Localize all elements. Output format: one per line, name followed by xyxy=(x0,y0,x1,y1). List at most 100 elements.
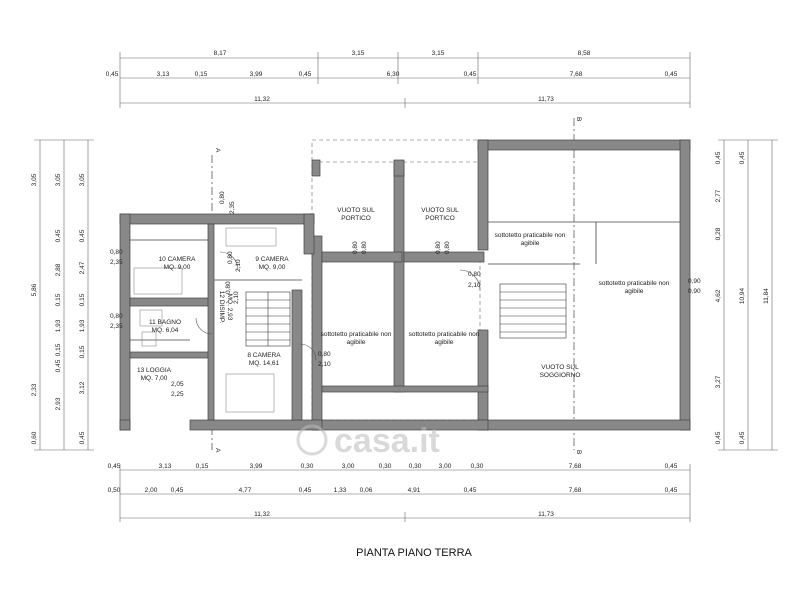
top-dim-row3: 11,32 11,73 xyxy=(254,96,554,103)
dim-label: 0,45 xyxy=(665,487,678,494)
opening-size: 2,35 xyxy=(110,259,123,266)
opening-size: 0,90 xyxy=(688,288,701,295)
opening-size: 0,80 xyxy=(219,191,226,204)
watermark-text: casa.it xyxy=(334,422,440,460)
opening-size: 2,35 xyxy=(110,323,123,330)
opening-size: 2,10 xyxy=(233,291,240,304)
vuoto-portico-2-line2: PORTICO xyxy=(425,215,455,222)
opening-size: 0,80 xyxy=(468,271,481,278)
dim-label: 2,88 xyxy=(55,263,62,276)
dim-label: 0,45 xyxy=(299,71,312,78)
dim-label: 11,73 xyxy=(538,511,554,518)
room-9-camera-area: MQ. 9,00 xyxy=(259,264,286,271)
dim-label: 3,13 xyxy=(157,71,170,78)
furniture xyxy=(133,227,277,413)
dim-label: 0,15 xyxy=(196,463,209,470)
dim-label: 3,99 xyxy=(250,463,263,470)
dim-label: 0,45 xyxy=(55,229,62,242)
opening-size: 2,10 xyxy=(318,361,331,368)
dim-label: 3,00 xyxy=(342,463,355,470)
dim-label: 0,60 xyxy=(31,431,38,444)
room-11-bagno-area: MQ. 6,04 xyxy=(152,327,179,334)
dim-label: 2,93 xyxy=(55,397,62,410)
dim-label: 0,45 xyxy=(739,151,746,164)
right-dim-col2: 0,45 10,94 0,45 xyxy=(739,151,746,444)
opening-size: 0,90 xyxy=(688,278,701,285)
section-marker-a-top: A xyxy=(214,148,221,153)
sottotetto-3-line2: agibile xyxy=(521,240,540,247)
dim-label: 0,30 xyxy=(409,463,422,470)
room-12-disimp-name: 12 DISIMP. xyxy=(218,291,225,324)
dim-label: 0,15 xyxy=(55,343,62,356)
dim-label: 3,05 xyxy=(31,173,38,186)
dim-label: 1,33 xyxy=(334,487,347,494)
sottotetto-1-line1: sottotetto praticabile non xyxy=(321,331,392,338)
opening-size: 2,35 xyxy=(229,201,236,214)
opening-size: 2,10 xyxy=(235,259,242,272)
dim-label: 0,45 xyxy=(665,71,678,78)
dim-label: 0,45 xyxy=(171,487,184,494)
room-12-disimp-area: MQ. 2,93 xyxy=(226,294,233,321)
dim-label: 0,15 xyxy=(79,293,86,306)
vuoto-portico-2-line1: VUOTO SUL xyxy=(421,207,459,214)
dim-label: 0,30 xyxy=(471,463,484,470)
vuoto-portico-1-line1: VUOTO SUL xyxy=(337,207,375,214)
dim-label: 7,68 xyxy=(570,71,583,78)
plan-title: PIANTA PIANO TERRA xyxy=(356,547,472,559)
opening-size: 2,05 xyxy=(171,381,184,388)
dim-label: 4,62 xyxy=(715,289,722,302)
sottotetto-2-line1: sottotetto praticabile non xyxy=(409,331,480,338)
right-dimensions xyxy=(718,139,778,451)
sottotetto-4-line1: sottotetto praticabile non xyxy=(599,280,670,287)
right-dim-col3: 11,84 xyxy=(763,288,770,304)
room-10-camera-name: 10 CAMERA xyxy=(159,256,197,263)
left-dim-col3: 3,05 0,45 2,47 0,15 1,93 0,15 3,12 0,45 xyxy=(79,173,86,444)
dim-label: 0,15 xyxy=(195,71,208,78)
opening-size: 0,80 xyxy=(225,281,232,294)
partitions xyxy=(130,221,680,341)
dim-label: 2,47 xyxy=(79,261,86,274)
room-labels: 10 CAMERA MQ. 9,00 9 CAMERA MQ. 9,00 11 … xyxy=(137,207,670,382)
room-8-camera-area: MQ. 14,61 xyxy=(249,360,280,367)
dim-label: 3,00 xyxy=(439,463,452,470)
opening-size: 0,80 xyxy=(435,241,442,254)
dim-label: 4,77 xyxy=(239,487,252,494)
dim-label: 0,15 xyxy=(79,345,86,358)
dim-label: 4,91 xyxy=(408,487,421,494)
dim-label: 0,45 xyxy=(464,487,477,494)
sottotetto-4-line2: agibile xyxy=(625,288,644,295)
dim-label: 3,05 xyxy=(79,173,86,186)
dim-label: 0,45 xyxy=(55,359,62,372)
dim-label: 6,30 xyxy=(387,71,400,78)
sottotetto-1-line2: agibile xyxy=(347,339,366,346)
dim-label: 2,00 xyxy=(145,487,158,494)
bottom-dim-row1: 0,45 3,13 0,15 3,99 0,30 3,00 0,30 0,30 … xyxy=(108,463,678,470)
right-dim-col1: 0,45 2,77 0,28 4,62 3,27 0,45 xyxy=(715,151,722,444)
opening-size: 0,80 xyxy=(110,313,123,320)
dim-label: 0,45 xyxy=(108,463,121,470)
left-dim-col1: 3,05 5,86 2,33 0,60 xyxy=(31,173,38,444)
room-13-loggia-name: 13 LOGGIA xyxy=(137,367,172,374)
dim-label: 0,30 xyxy=(301,463,314,470)
watermark-logo-icon xyxy=(296,424,328,456)
dim-label: 0,15 xyxy=(55,293,62,306)
opening-size: 0,80 xyxy=(227,251,234,264)
opening-size: 0,80 xyxy=(318,351,331,358)
dim-label: 1,93 xyxy=(55,319,62,332)
dim-label: 0,28 xyxy=(715,227,722,240)
dim-label: 11,84 xyxy=(763,288,770,304)
dim-label: 3,15 xyxy=(352,50,365,57)
opening-size: 0,80 xyxy=(444,241,451,254)
dim-label: 3,27 xyxy=(715,375,722,388)
sottotetto-3-line1: sottotetto praticabile non xyxy=(495,232,566,239)
room-13-loggia-area: MQ. 7,00 xyxy=(141,375,168,382)
section-marker-b-bottom: B xyxy=(575,450,582,454)
dim-label: 0,45 xyxy=(665,463,678,470)
dim-label: 0,45 xyxy=(299,487,312,494)
opening-size: 0,80 xyxy=(352,241,359,254)
room-11-bagno-name: 11 BAGNO xyxy=(149,319,181,326)
dim-label: 11,32 xyxy=(254,511,270,518)
dim-label: 1,93 xyxy=(79,319,86,332)
dim-label: 0,45 xyxy=(739,431,746,444)
